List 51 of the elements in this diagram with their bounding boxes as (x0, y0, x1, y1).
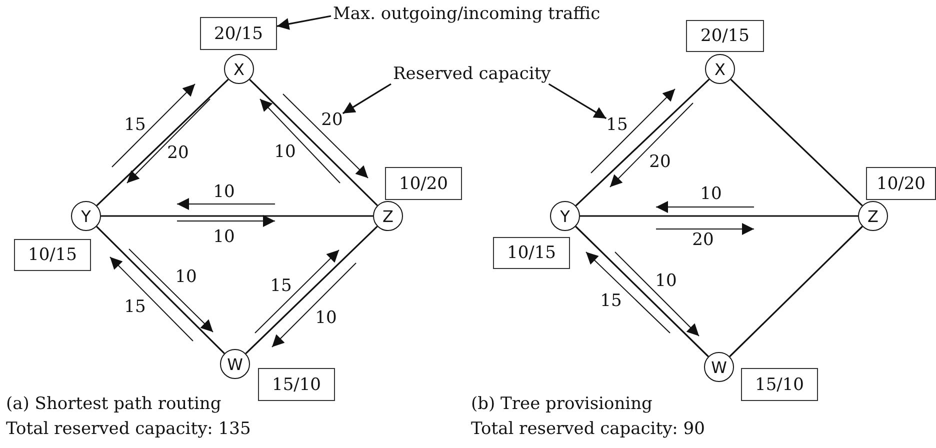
link-line (245, 226, 378, 354)
capacity-value: 20 (167, 143, 189, 163)
value-box: 10/20 (866, 167, 936, 200)
node-circle: Y (550, 201, 580, 231)
capacity-value: 10 (700, 184, 722, 204)
caption-text: (b) Tree provisioning (471, 394, 652, 414)
capacity-value: 10 (213, 182, 235, 202)
annotation-text: Reserved capacity (393, 64, 551, 84)
node-circle: X (705, 54, 735, 84)
link-line (96, 226, 225, 354)
capacity-value: 15 (124, 297, 146, 317)
link-line (730, 78, 863, 206)
capacity-value: 10 (274, 142, 296, 162)
annotation-text: Max. outgoing/incoming traffic (333, 4, 600, 24)
value-box: 20/15 (200, 17, 277, 50)
link-line (101, 215, 373, 217)
capacity-value: 10 (655, 271, 677, 291)
link-line (249, 78, 378, 206)
node-circle: W (704, 352, 734, 382)
node-circle: X (224, 54, 254, 84)
capacity-value: 20 (692, 230, 714, 250)
value-box: 15/10 (258, 368, 335, 401)
link-line (580, 215, 858, 217)
node-circle: W (220, 349, 250, 379)
capacity-value: 15 (124, 115, 146, 135)
value-box: 10/15 (493, 237, 570, 269)
capacity-value: 20 (649, 152, 671, 172)
caption-text: (a) Shortest path routing (6, 394, 222, 414)
caption-text: Total reserved capacity: 90 (471, 419, 705, 439)
capacity-value: 10 (175, 267, 197, 287)
node-circle: Y (71, 201, 101, 231)
leader-arrow (276, 15, 332, 30)
value-box: 15/10 (741, 368, 818, 401)
link-line (575, 78, 710, 206)
capacity-value: 15 (600, 291, 622, 311)
link-line (575, 226, 709, 358)
capacity-value: 15 (606, 115, 628, 135)
capacity-value: 15 (270, 276, 292, 296)
link-line (729, 226, 863, 358)
value-box: 10/20 (385, 167, 462, 200)
value-box: 10/15 (14, 239, 91, 271)
leader-arrow (548, 83, 607, 120)
node-circle: Z (858, 201, 888, 231)
leader-arrow (342, 83, 392, 114)
capacity-value: 20 (321, 110, 343, 130)
node-circle: Z (373, 201, 403, 231)
capacity-value: 10 (213, 227, 235, 247)
capacity-value: 10 (315, 308, 337, 328)
value-box: 20/15 (686, 20, 764, 52)
caption-text: Total reserved capacity: 135 (6, 419, 251, 439)
link-line (96, 78, 229, 206)
